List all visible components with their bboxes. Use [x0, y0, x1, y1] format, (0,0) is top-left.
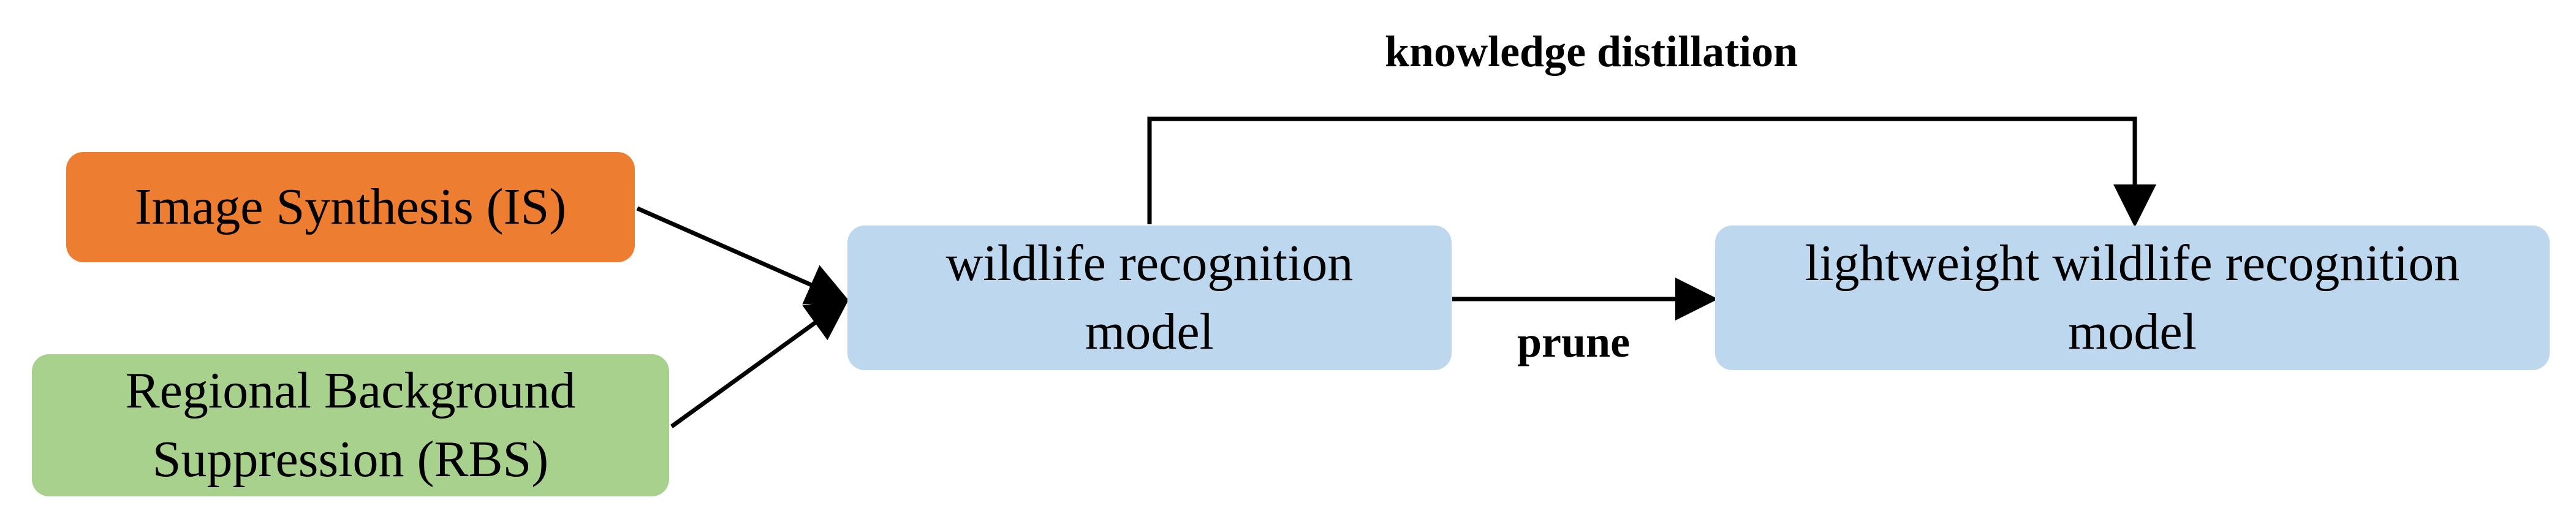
arrow-rbs-to-model — [670, 297, 850, 428]
image-synthesis-label: Image Synthesis (IS) — [134, 178, 567, 235]
regional-background-suppression-node: Regional Background Suppression (RBS) — [32, 354, 669, 496]
prune-label: prune — [1517, 317, 1631, 366]
image-synthesis-node: Image Synthesis (IS) — [66, 152, 635, 262]
knowledge-distillation-label: knowledge distillation — [1385, 27, 1798, 76]
wildlife-recognition-model-node: wildlife recognition model — [847, 226, 1452, 370]
regional-background-suppression-label: Regional Background Suppression (RBS) — [125, 362, 576, 488]
arrow-is-to-model — [636, 206, 850, 305]
lightweight-model-label: lightweight wildlife recognition model — [1805, 235, 2460, 360]
wildlife-recognition-model-label: wildlife recognition model — [945, 235, 1354, 360]
lightweight-model-node: lightweight wildlife recognition model — [1715, 226, 2550, 370]
arrow-knowledge-distillation — [1147, 116, 2156, 227]
